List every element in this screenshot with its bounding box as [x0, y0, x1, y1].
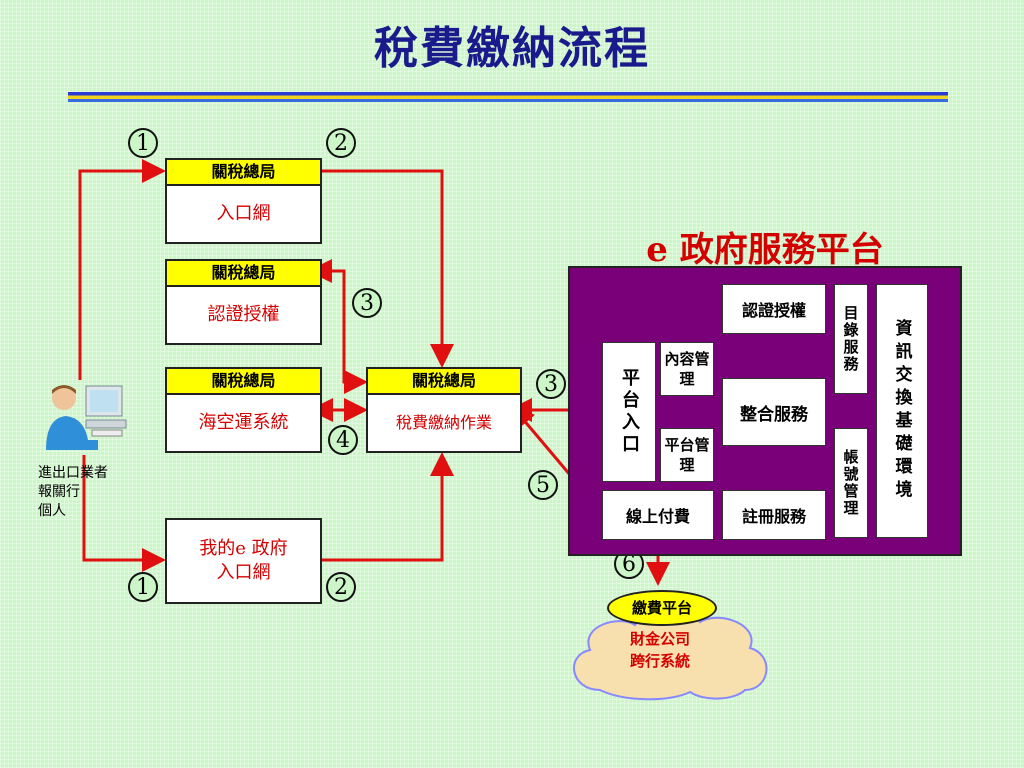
node-header: 關稅總局: [167, 261, 320, 287]
platform-title: e 政府服務平台: [646, 230, 884, 270]
customs-auth-node[interactable]: 關稅總局 認證授權: [165, 259, 322, 345]
user-label: 進出口業者 報關行 個人: [38, 464, 148, 521]
step-4-badge: 4: [328, 425, 358, 455]
platform-management-box[interactable]: 平台管理: [660, 428, 714, 482]
step-3-auth-badge: 3: [352, 288, 382, 318]
page-title: 稅費繳納流程: [374, 23, 650, 74]
registration-service-box[interactable]: 註冊服務: [722, 490, 826, 540]
sea-air-system-node[interactable]: 關稅總局 海空運系統: [165, 367, 322, 453]
step-5-badge: 5: [528, 470, 558, 500]
user-label-line1: 進出口業者: [38, 465, 108, 481]
online-payment-box[interactable]: 線上付費: [602, 490, 714, 540]
platform-entry-box[interactable]: 平台入口: [602, 342, 656, 482]
payment-cloud: [573, 609, 768, 701]
account-management-box[interactable]: 帳號管理: [834, 428, 868, 538]
node-body: 海空運系統: [198, 412, 289, 433]
arrow-user-to-portal: [78, 159, 166, 380]
arrow-auth-tax-pay: [308, 259, 368, 394]
integration-service-box[interactable]: 整合服務: [722, 378, 826, 446]
my-egov-portal-node[interactable]: 我的e 政府 入口網: [165, 518, 322, 604]
step-3-platform-badge: 3: [536, 369, 566, 399]
step-2-top-badge: 2: [326, 128, 356, 158]
user-label-line2: 報關行: [38, 484, 80, 500]
auth-service-box[interactable]: 認證授權: [722, 284, 826, 334]
info-exchange-infra-box[interactable]: 資訊交換基礎環境: [876, 284, 928, 538]
fisc-label-line2: 跨行系統: [629, 652, 690, 670]
node-header: 關稅總局: [368, 369, 520, 395]
node-header: 關稅總局: [167, 369, 320, 395]
arrow-user-to-my-egov: [82, 455, 166, 572]
node-header: 關稅總局: [167, 160, 320, 186]
arrow-my-egov-to-tax-pay: [322, 452, 454, 562]
user-label-line3: 個人: [38, 503, 66, 519]
node-body-line2: 入口網: [216, 562, 271, 583]
node-body-line1: 我的e 政府: [199, 538, 288, 559]
fisc-label-line1: 財金公司: [629, 630, 690, 648]
directory-service-box[interactable]: 目錄服務: [834, 284, 868, 394]
step-1-top-badge: 1: [128, 128, 158, 158]
customs-portal-node[interactable]: 關稅總局 入口網: [165, 158, 322, 244]
user-workstation-icon: [38, 380, 130, 456]
arrow-portal-to-tax-pay: [322, 169, 454, 368]
tax-payment-node[interactable]: 關稅總局 稅費繳納作業: [366, 367, 522, 453]
step-2-bottom-badge: 2: [326, 572, 356, 602]
node-body: 我的e 政府 入口網: [167, 520, 320, 602]
step-1-bottom-badge: 1: [128, 572, 158, 602]
content-management-box[interactable]: 內容管理: [660, 342, 714, 396]
node-body: 稅費繳納作業: [395, 413, 492, 432]
payment-platform-badge[interactable]: 繳費平台: [607, 590, 717, 626]
fisc-interbank-label: 財金公司 跨行系統: [590, 628, 730, 672]
node-body: 入口網: [216, 203, 271, 224]
title-underline: [68, 92, 948, 102]
node-body: 認證授權: [207, 304, 280, 325]
